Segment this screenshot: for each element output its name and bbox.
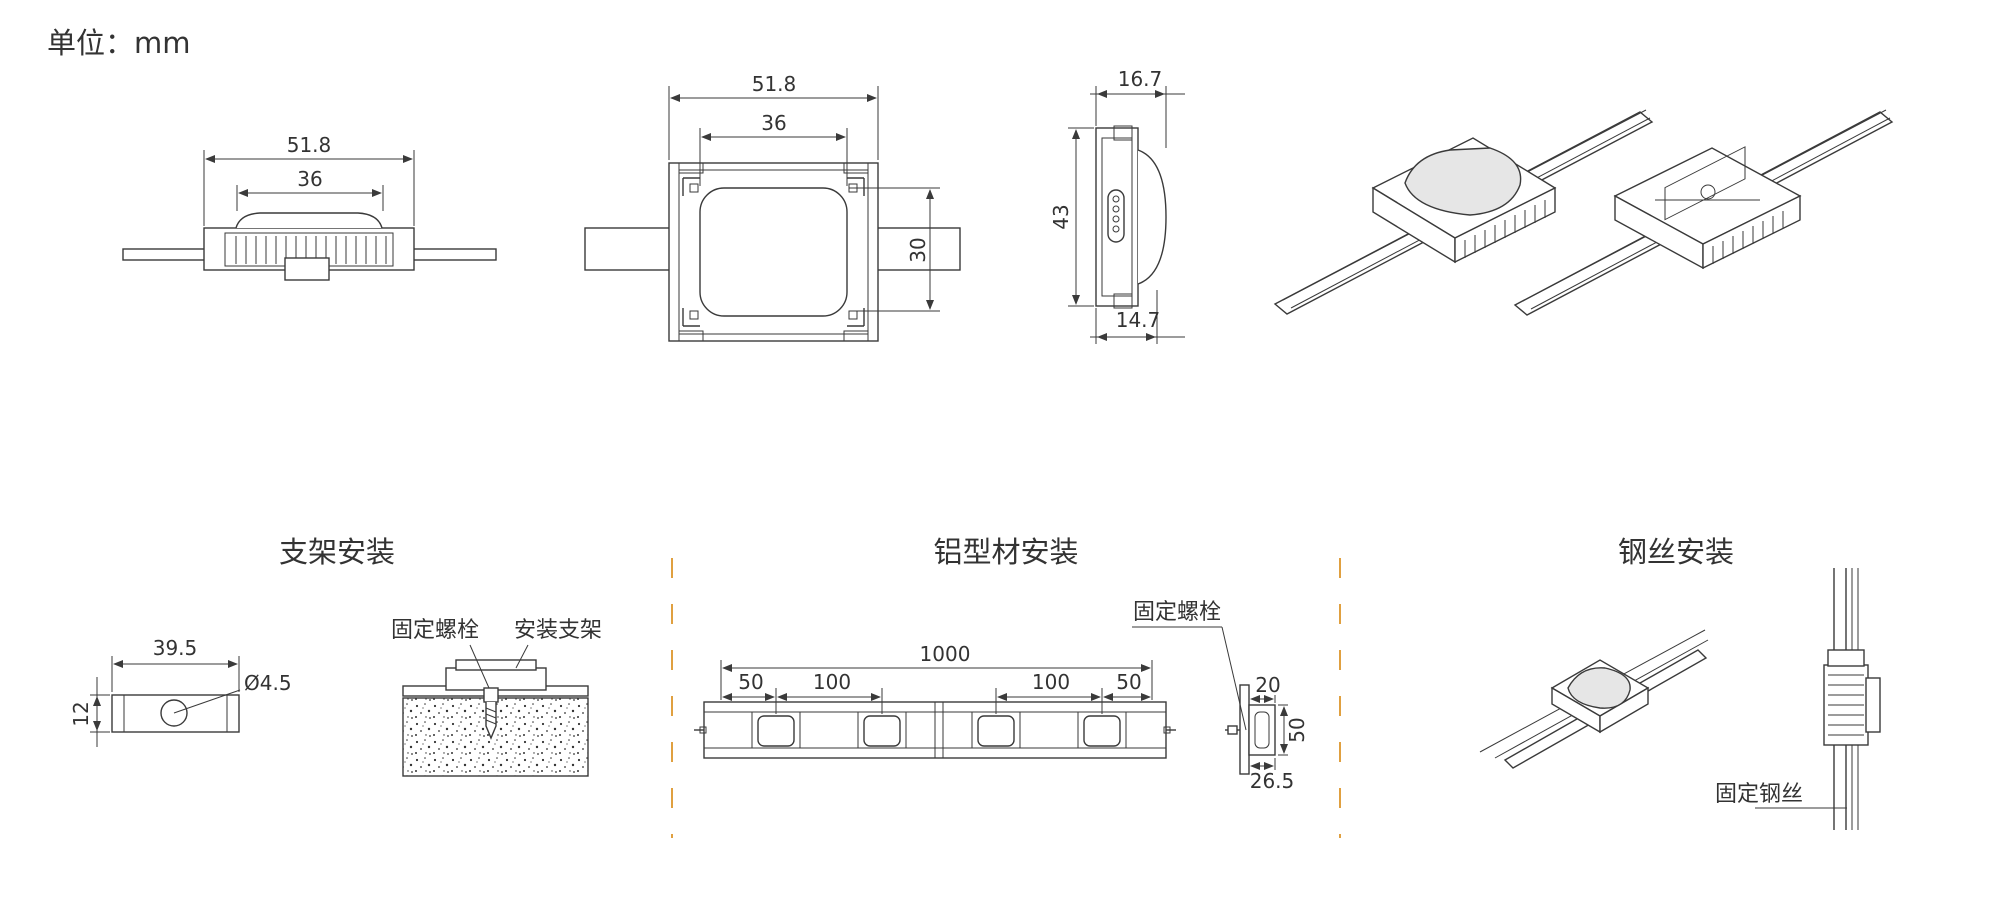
side-height: 50	[1285, 717, 1309, 742]
aluminum-side-drawing: 固定螺栓 20 50 26.5	[1132, 600, 1309, 793]
bracket-section-title: 支架安装	[279, 535, 395, 569]
bracket-length: 39.5	[153, 636, 198, 660]
wire-vertical-drawing: 固定钢丝	[1715, 568, 1881, 830]
bracket-bolt-label: 固定螺栓	[391, 618, 479, 643]
rail-end-right: 50	[1116, 670, 1141, 694]
side-view: 51.8 36	[122, 133, 497, 281]
profile-top-depth: 16.7	[1118, 67, 1163, 91]
bracket-hole: Ø4.5	[244, 671, 292, 695]
isometric-view	[1273, 109, 1894, 316]
aluminum-section-title: 铝型材安装	[933, 535, 1078, 569]
rail-total-length: 1000	[920, 642, 971, 666]
rail-end-left: 50	[738, 670, 763, 694]
profile-view: 16.7 43 14.7	[1049, 67, 1185, 344]
bracket-support-label: 安装支架	[514, 618, 602, 643]
profile-height: 43	[1049, 204, 1073, 229]
rail-pitch-right: 100	[1032, 670, 1070, 694]
bracket-mount-drawing: 固定螺栓 安装支架	[391, 618, 602, 777]
wire-section-title: 钢丝安装	[1618, 535, 1734, 569]
wire-isometric-drawing	[1479, 629, 1709, 769]
unit-label: 单位：mm	[47, 26, 191, 60]
side-overall-width: 51.8	[287, 133, 332, 157]
front-height: 30	[906, 237, 930, 262]
bracket-part-drawing: 39.5 Ø4.5 12	[69, 636, 292, 747]
profile-bottom-depth: 14.7	[1116, 308, 1161, 332]
front-view: 51.8 36 30	[584, 72, 961, 342]
rail-pitch-left: 100	[813, 670, 851, 694]
side-top-width: 20	[1255, 673, 1280, 697]
aluminum-rail-drawing: 1000 50 100 100 50	[694, 642, 1176, 759]
front-overall-width: 51.8	[752, 72, 797, 96]
bracket-height: 12	[69, 701, 93, 726]
side-bottom-width: 26.5	[1250, 769, 1295, 793]
aluminum-bolt-label: 固定螺栓	[1133, 600, 1221, 625]
front-inner-width: 36	[761, 111, 786, 135]
side-inner-width: 36	[297, 167, 322, 191]
wire-label: 固定钢丝	[1715, 782, 1803, 807]
